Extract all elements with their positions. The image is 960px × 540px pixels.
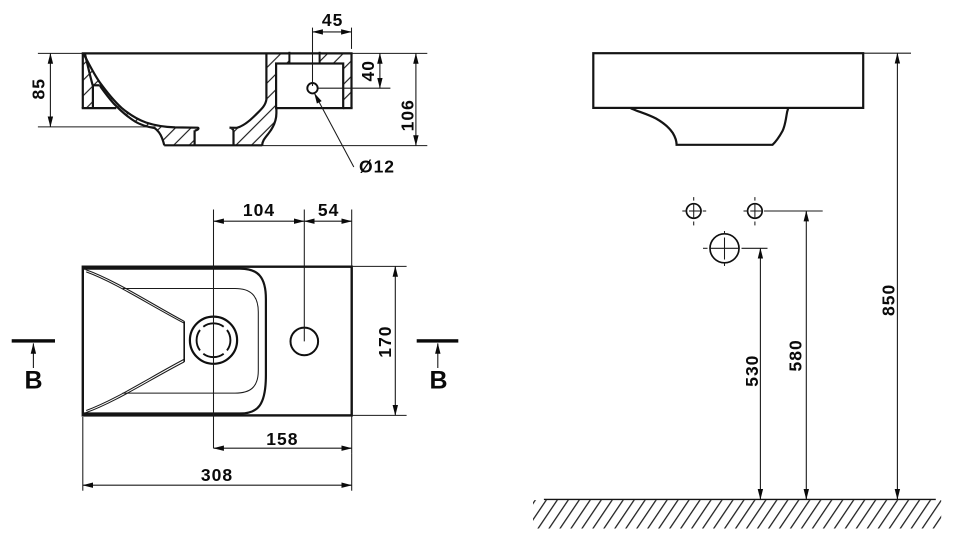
svg-text:158: 158 (266, 429, 298, 449)
svg-text:850: 850 (879, 284, 899, 316)
svg-text:170: 170 (375, 325, 395, 357)
svg-text:45: 45 (322, 10, 343, 30)
svg-text:104: 104 (243, 200, 275, 220)
svg-text:308: 308 (201, 465, 233, 485)
svg-text:B: B (24, 366, 42, 394)
svg-text:85: 85 (29, 78, 49, 99)
svg-text:106: 106 (397, 99, 417, 131)
svg-text:54: 54 (318, 200, 339, 220)
svg-text:Ø12: Ø12 (359, 156, 395, 176)
svg-text:580: 580 (786, 339, 806, 371)
svg-text:530: 530 (742, 355, 762, 387)
svg-text:B: B (429, 366, 447, 394)
svg-text:40: 40 (358, 60, 378, 81)
